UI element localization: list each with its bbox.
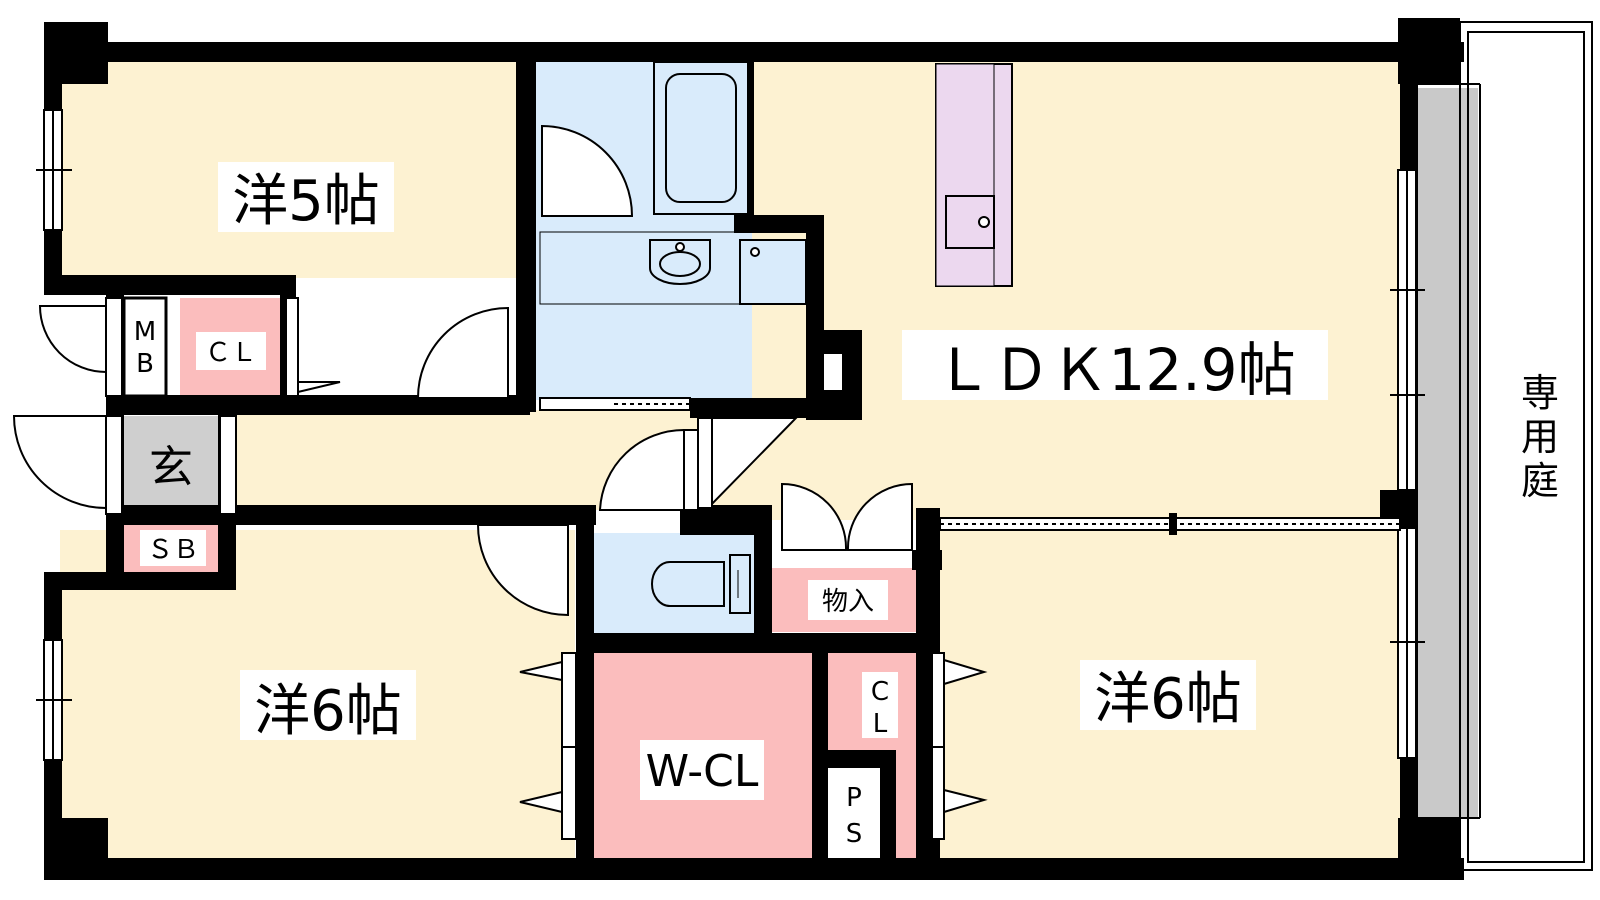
room-ldk-floor	[752, 60, 1402, 520]
room-label-cl-upper: ＣＬ	[205, 338, 257, 368]
washbasin-counter	[539, 231, 811, 305]
toilet-bowl	[651, 561, 725, 607]
garden-label-3: 庭	[1521, 459, 1559, 503]
hall-toilet-door-panel	[683, 429, 699, 511]
sliding-partitions	[105, 297, 1401, 840]
washing-machine	[739, 239, 807, 305]
room-label-western-5: 洋5帖	[232, 169, 380, 234]
room-label-storage: 物入	[822, 587, 874, 617]
door-storage-left[interactable]	[781, 482, 848, 551]
door-hall-toilet[interactable]	[598, 428, 685, 511]
room-label-ps-top: P	[846, 783, 862, 813]
room-label-mb-bottom: B	[136, 349, 154, 379]
room-label-wcl: W-CL	[646, 746, 759, 797]
windows	[36, 109, 1425, 761]
mb-cabinet	[122, 296, 168, 398]
door-bathroom[interactable]	[541, 124, 634, 217]
door-western-5[interactable]	[416, 306, 509, 399]
garden-label-2: 用	[1521, 415, 1559, 459]
doors	[12, 124, 913, 617]
ldk-pillar-inner	[824, 354, 842, 390]
room-label-cl-right-bottom: L	[873, 709, 888, 739]
labels: 洋5帖 ＬＤＫ12.9帖 M B ＣＬ 玄 ＳＢ 洋6帖 洋6帖 物入 W-CL…	[134, 162, 1568, 849]
door-mb[interactable]	[38, 305, 107, 374]
room-label-western-6-left: 洋6帖	[254, 679, 402, 744]
garden-label-1: 専	[1521, 371, 1559, 415]
room-label-mb-top: M	[134, 317, 156, 347]
room-label-ldk: ＬＤＫ12.9帖	[934, 336, 1295, 404]
door-storage-right[interactable]	[846, 482, 913, 551]
room-label-western-6-right: 洋6帖	[1094, 667, 1242, 732]
door-entrance[interactable]	[12, 415, 107, 510]
fixtures	[539, 61, 1013, 614]
closet-markers	[297, 381, 988, 814]
room-label-cl-right-top: C	[871, 677, 889, 707]
toilet-tank	[729, 554, 751, 614]
garden-frame	[1416, 21, 1593, 871]
room-label-entrance: 玄	[149, 442, 193, 493]
door-western-6-left[interactable]	[476, 524, 569, 617]
room-label-shoe-box: ＳＢ	[147, 535, 199, 565]
room-label-ps-bottom: S	[846, 819, 863, 849]
ps-floor	[828, 768, 880, 870]
hall-ldk-door-panel	[697, 417, 713, 509]
